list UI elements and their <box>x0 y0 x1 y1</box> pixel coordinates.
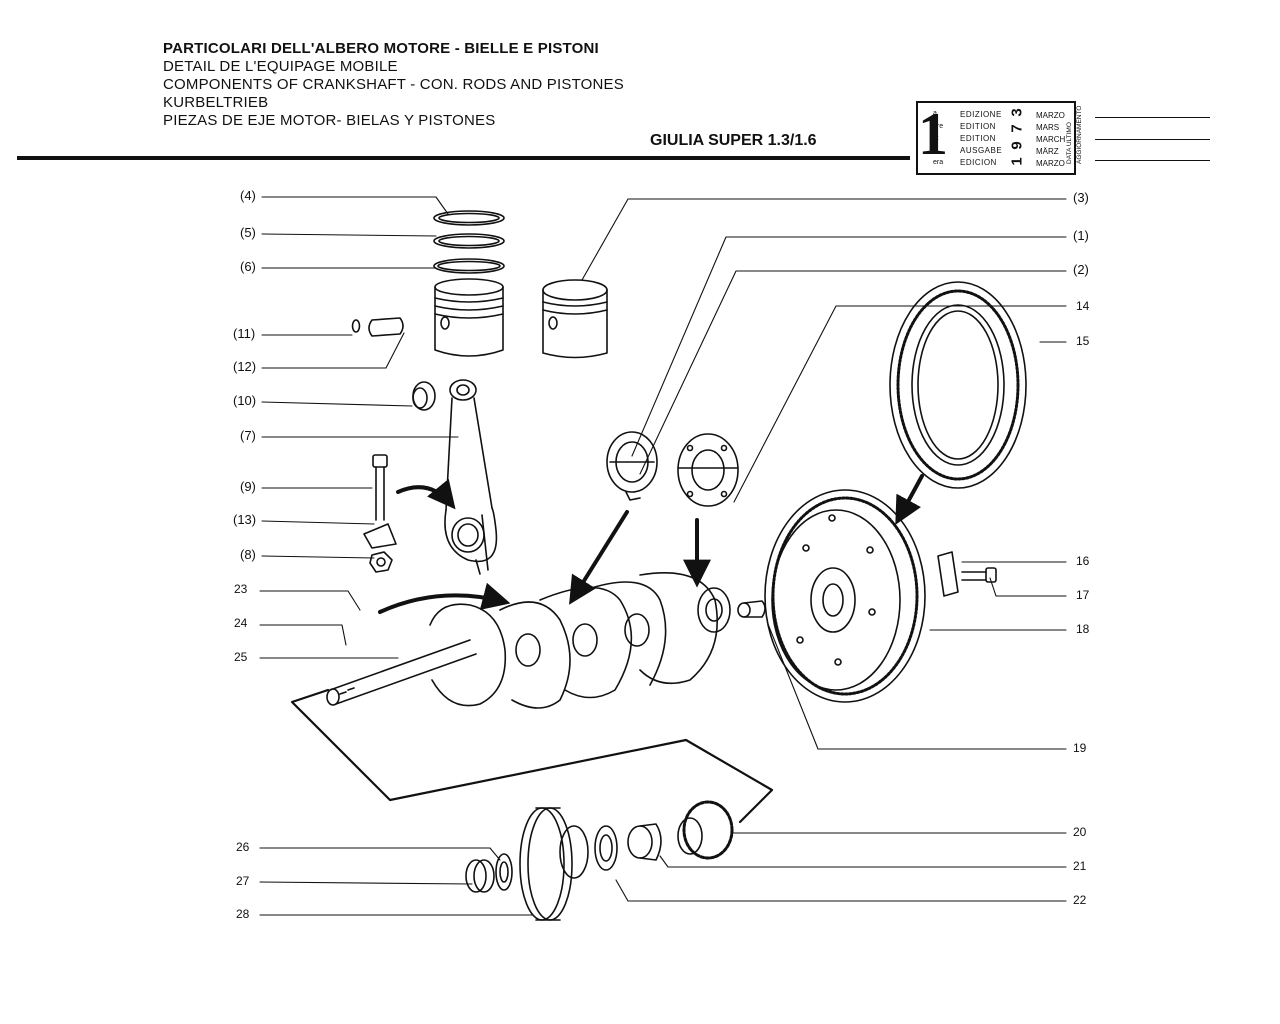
crankshaft-pulley <box>519 807 589 921</box>
callout-26: 26 <box>236 840 250 854</box>
callout-24: 24 <box>234 616 248 630</box>
update-line <box>1095 117 1210 118</box>
model-name: GIULIA SUPER 1.3/1.6 <box>650 132 817 149</box>
header-rule <box>17 156 910 160</box>
update-line <box>1095 139 1210 140</box>
callout-7: (7) <box>240 428 256 443</box>
edition-word: AUSGABE <box>960 146 1003 155</box>
leader-lines-right <box>581 198 1067 902</box>
month-word: MARCH <box>1036 135 1066 144</box>
piston-assembled <box>542 279 608 359</box>
callout-28: 28 <box>236 907 250 921</box>
callout-25: 25 <box>234 650 248 664</box>
leader-lines-left <box>259 196 533 916</box>
callout-11: (11) <box>233 326 256 341</box>
callout-27: 27 <box>236 874 250 888</box>
pulley-washer <box>495 853 513 891</box>
thrust-washers <box>677 433 739 507</box>
conrod-nut <box>369 551 393 573</box>
small-end-bush <box>412 381 436 411</box>
callout-13: (13) <box>233 512 257 527</box>
flywheel-bolt <box>961 567 997 583</box>
assembly-arrows <box>378 474 924 614</box>
edition-suffix: st <box>933 135 939 142</box>
title-block: PARTICOLARI DELL'ALBERO MOTORE - BIELLE … <box>163 40 624 130</box>
crankshaft <box>326 572 731 709</box>
callout-3: (3) <box>1073 190 1089 205</box>
callout-14: 14 <box>1076 299 1090 313</box>
month-word: MARZO <box>1036 159 1065 168</box>
edition-number: 1 <box>918 101 948 167</box>
pulley-nut <box>465 859 495 893</box>
callout-8: (8) <box>240 547 256 562</box>
edition-word: EDITION <box>960 122 996 131</box>
flywheel-lock-plate <box>937 551 959 597</box>
edition-box <box>916 101 1076 175</box>
lock-plate <box>363 523 397 549</box>
callout-10: (10) <box>233 393 257 408</box>
callout-23: 23 <box>234 582 248 596</box>
front-assembly-loop <box>290 688 774 824</box>
callout-22: 22 <box>1073 893 1087 907</box>
gudgeon-pin <box>351 317 404 337</box>
callout-9: (9) <box>240 479 256 494</box>
callout-21: 21 <box>1073 859 1087 873</box>
month-word: MARZO <box>1036 111 1065 120</box>
gear-spacer <box>627 823 662 861</box>
callout-16: 16 <box>1076 554 1090 568</box>
oil-seal-spacer <box>594 825 618 871</box>
edition-word: EDIZIONE <box>960 110 1002 119</box>
callout-1: (1) <box>1073 228 1089 243</box>
callout-19: 19 <box>1073 741 1087 755</box>
callout-17: 17 <box>1076 588 1090 602</box>
month-word: MÄRZ <box>1036 147 1059 156</box>
title-line-english: COMPONENTS OF CRANKSHAFT - CON. RODS AND… <box>163 76 624 93</box>
title-line-spanish: PIEZAS DE EJE MOTOR- BIELAS Y PISTONES <box>163 112 496 129</box>
update-line <box>1095 160 1210 161</box>
month-word: MARS <box>1036 123 1060 132</box>
callout-20: 20 <box>1073 825 1087 839</box>
title-line-german: KURBELTRIEB <box>163 94 269 111</box>
pilot-bush <box>737 600 766 618</box>
title-line-italian: PARTICOLARI DELL'ALBERO MOTORE - BIELLE … <box>163 40 599 57</box>
edition-word: EDITION <box>960 134 996 143</box>
edition-word: EDICION <box>960 158 997 167</box>
flywheel <box>764 489 926 703</box>
conrod-bolt <box>372 454 388 521</box>
callout-2: (2) <box>1073 262 1089 277</box>
edition-suffix: ère <box>933 123 944 130</box>
edition-suffix: . <box>933 147 935 154</box>
timing-sprocket <box>677 800 734 860</box>
piston-rings <box>433 210 505 274</box>
callout-18: 18 <box>1076 622 1090 636</box>
ring-gear <box>889 281 1027 489</box>
piston-exploded <box>434 278 504 357</box>
callout-12: (12) <box>233 359 257 374</box>
title-line-french: DETAIL DE L'EQUIPAGE MOBILE <box>163 58 398 75</box>
callout-6: (6) <box>240 259 256 274</box>
connecting-rod <box>444 379 498 575</box>
main-bearing-shells <box>606 431 658 501</box>
edition-suffix: a <box>933 110 937 117</box>
edition-suffix: era <box>933 159 944 166</box>
callout-5: (5) <box>240 225 256 240</box>
callout-15: 15 <box>1076 334 1090 348</box>
callout-4: (4) <box>240 188 256 203</box>
